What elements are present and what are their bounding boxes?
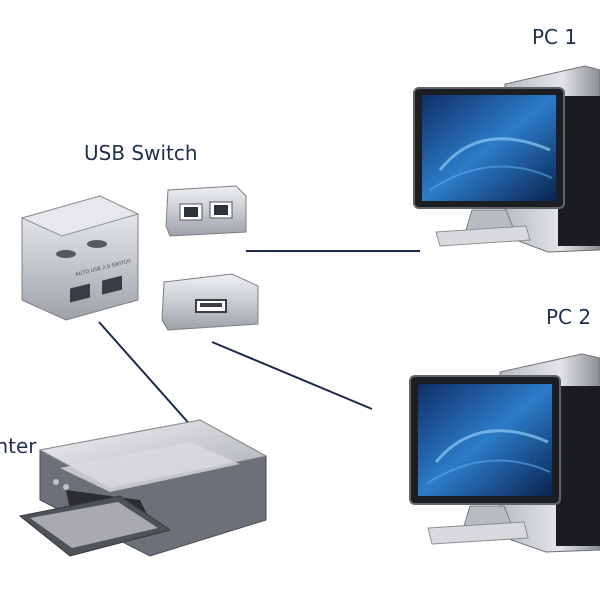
switch-front-panel — [161, 273, 259, 331]
switch-button-left — [56, 250, 76, 258]
pc2-screen — [418, 384, 552, 496]
usb-switch-label: USB Switch — [84, 141, 198, 165]
pc1-label: PC 1 — [532, 25, 578, 49]
line-switch-to-printer — [98, 321, 194, 429]
switch-button-right — [87, 240, 107, 248]
printer-label: Printer — [0, 434, 37, 458]
pc2-computer — [409, 353, 600, 553]
usb-b-port-back-1 — [184, 207, 198, 217]
pc1-screen — [422, 95, 556, 201]
pc2-label: PC 2 — [546, 305, 592, 329]
switch-back-panel — [165, 185, 247, 237]
usb-b-port-right — [102, 275, 122, 295]
pc1-computer — [413, 65, 600, 253]
connector-lines — [98, 250, 420, 429]
printer-device — [18, 419, 268, 557]
usb-b-port-left — [70, 283, 90, 303]
usb-b-port-back-2 — [214, 205, 228, 215]
line-switch-to-pc2 — [211, 341, 373, 410]
usb-switch-device: AUTO USB 2.0 SWITCH — [20, 195, 140, 321]
